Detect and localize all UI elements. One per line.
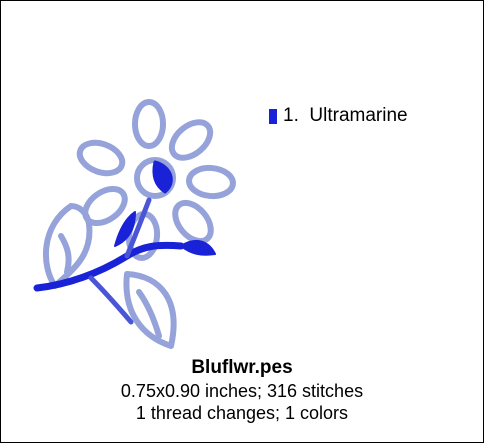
thread-color-legend: 1. Ultramarine	[269, 105, 408, 127]
embroidery-flower-image	[33, 99, 236, 349]
design-dimensions: 0.75x0.90 inches; 316 stitches	[120, 381, 364, 401]
design-info: Bluflwr.pes 0.75x0.90 inches; 316 stitch…	[1, 356, 483, 424]
design-thread-changes: 1 thread changes; 1 colors	[135, 403, 349, 423]
design-file-name: Bluflwr.pes	[191, 357, 293, 378]
thread-color-swatch	[269, 108, 277, 124]
thread-color-label: 1. Ultramarine	[283, 105, 408, 126]
